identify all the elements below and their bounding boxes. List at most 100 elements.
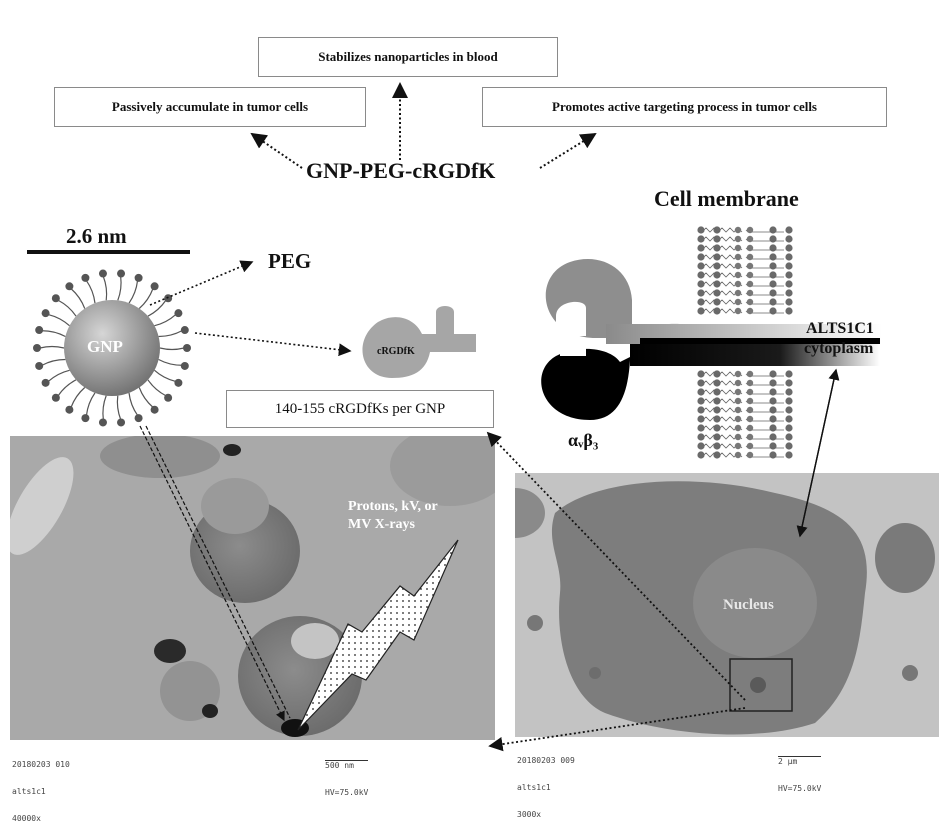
peg-chain: [116, 395, 122, 420]
peg-bead: [33, 344, 41, 352]
lipid-head: [785, 289, 793, 297]
lipid-head: [746, 271, 754, 279]
lipid-head: [697, 298, 705, 306]
lipid-head: [734, 280, 742, 288]
peg-bead: [41, 309, 50, 318]
integrin-label: αᵥβ₃: [568, 430, 599, 450]
peg-chain: [85, 392, 96, 416]
peg-chain: [128, 280, 139, 304]
lipid-head: [697, 388, 705, 396]
lipid-head: [769, 388, 777, 396]
lipid-head: [769, 424, 777, 432]
lipid-head: [713, 244, 721, 252]
lipid-head: [785, 388, 793, 396]
lipid-head: [734, 244, 742, 252]
lipid-head: [697, 289, 705, 297]
peg-chain: [147, 379, 167, 397]
peg-chain: [42, 330, 66, 338]
peg-chain: [85, 280, 96, 304]
peg-bead: [51, 393, 60, 402]
lipid-head: [734, 307, 742, 315]
lipid-head: [785, 415, 793, 423]
gnp-core-label: GNP: [87, 337, 123, 356]
lipid-head: [769, 253, 777, 261]
lipid-head: [785, 235, 793, 243]
gnp-core: [64, 300, 160, 396]
lipid-head: [713, 289, 721, 297]
lipid-head: [697, 433, 705, 441]
peg-chain: [138, 288, 154, 309]
lipid-head: [734, 262, 742, 270]
peg-chain: [138, 387, 154, 408]
lipid-head: [734, 442, 742, 450]
crgdfk-shape-label: cRGDfK: [377, 346, 415, 357]
peg-bead: [65, 282, 74, 291]
lipid-head: [785, 226, 793, 234]
peg-bead: [174, 378, 183, 387]
peg-bead: [35, 361, 44, 370]
peg-chain: [70, 288, 86, 309]
integrin-receptor: [541, 259, 882, 420]
lipid-head: [713, 379, 721, 387]
lipid-head: [769, 262, 777, 270]
lipid-head: [746, 244, 754, 252]
lipid-head: [734, 289, 742, 297]
lipid-head: [734, 397, 742, 405]
peg-bead: [174, 309, 183, 318]
lipid-head: [734, 235, 742, 243]
lipid-head: [785, 424, 793, 432]
peg-chain: [57, 299, 77, 317]
peg-bead: [51, 294, 60, 303]
peg-chain: [158, 330, 183, 338]
lipid-head: [697, 415, 705, 423]
scale-bar: [27, 250, 190, 266]
lipid-head: [769, 451, 777, 459]
lipid-head: [697, 235, 705, 243]
lipid-head: [746, 424, 754, 432]
lipid-head: [697, 397, 705, 405]
lipid-head: [769, 415, 777, 423]
lipid-head: [769, 379, 777, 387]
lipid-head: [769, 271, 777, 279]
lipid-head: [734, 433, 742, 441]
lipid-head: [734, 388, 742, 396]
lipid-head: [746, 289, 754, 297]
lipid-head: [734, 253, 742, 261]
lipid-head: [697, 370, 705, 378]
compound-title: GNP-PEG-cRGDfK: [306, 158, 496, 183]
peg-chain: [70, 387, 86, 408]
lipid-head: [713, 424, 721, 432]
peg-chain: [48, 313, 70, 327]
lipid-head: [746, 235, 754, 243]
lipid-head: [785, 397, 793, 405]
lipid-head: [697, 424, 705, 432]
lipid-head: [769, 244, 777, 252]
lipid-head: [734, 424, 742, 432]
lipid-head: [746, 397, 754, 405]
lipid-head: [697, 262, 705, 270]
crgdfk-count-text: 140-155 cRGDfKs per GNP: [274, 400, 446, 417]
lipid-head: [697, 442, 705, 450]
peg-chain: [41, 358, 66, 366]
crgdfk-peptide-shape: [362, 306, 476, 378]
gnp-particle: [33, 269, 191, 427]
lipid-head: [746, 298, 754, 306]
lipid-head: [769, 307, 777, 315]
lipid-head: [785, 379, 793, 387]
lipid-head: [734, 451, 742, 459]
lipid-head: [697, 226, 705, 234]
lipid-head: [697, 280, 705, 288]
peg-bead: [164, 393, 173, 402]
active-targeting-box: Promotes active targeting process in tum…: [482, 87, 887, 127]
lipid-head: [785, 370, 793, 378]
peg-chain: [159, 347, 185, 351]
lipid-head: [769, 235, 777, 243]
peg-chain: [57, 379, 77, 397]
peg-bead: [35, 326, 44, 335]
peg-bead: [164, 294, 173, 303]
lipid-head: [734, 298, 742, 306]
lipid-head: [713, 370, 721, 378]
lipid-head: [713, 307, 721, 315]
membrane-title: Cell membrane: [654, 186, 799, 211]
lipid-head: [713, 271, 721, 279]
